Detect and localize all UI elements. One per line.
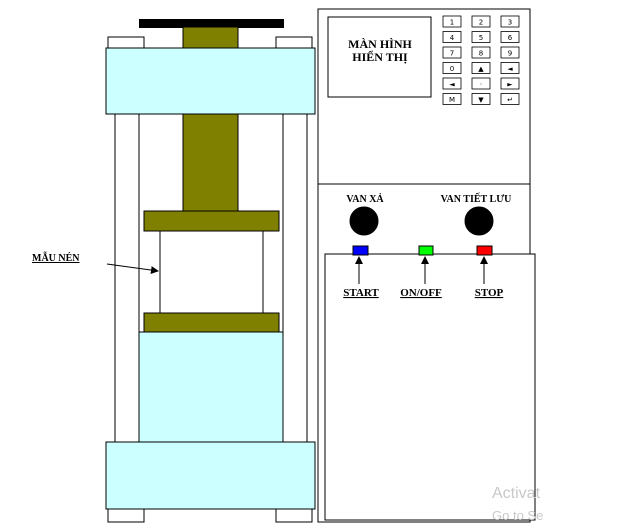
keypad: 1 2 3 4 5 6 7 8 9 0 ▲ ◄ ◄ · ► M ▼ ↵ [442,15,520,105]
key-6-icon: 6 [508,34,513,42]
throttle-valve-knob[interactable] [464,206,494,236]
key-cap[interactable] [471,15,491,28]
key-dot-key[interactable]: · [471,77,491,90]
knob-right-label: VAN TIẾT LƯU [441,192,512,205]
key-8-icon: 8 [479,50,483,58]
top-ram-stub [182,26,239,49]
arrow-left-icon: ◄ [449,81,455,89]
right-column [282,113,308,444]
key-2-icon: 2 [479,19,483,27]
key-cap[interactable] [471,93,491,105]
base-block [105,441,316,510]
relief-valve-knob[interactable] [349,206,379,236]
key-cap[interactable] [500,15,520,28]
key-m-key[interactable]: M [442,93,462,105]
key-0-key[interactable]: 0 [442,62,462,74]
key-cap[interactable] [500,77,520,90]
key-7-icon: 7 [450,50,454,58]
key-cap[interactable] [442,62,462,74]
key-0-icon: 0 [450,65,454,73]
top-cap-right [275,36,313,49]
start-label: START [343,287,379,299]
press-frame [105,19,316,523]
key-dash-key[interactable]: ◄ [500,62,520,74]
onoff-label: ON/OFF [400,287,442,299]
display-text-line1: MÀN HÌNH [348,37,412,51]
base-foot-left [107,508,145,523]
specimen-label: MẪU NÉN [32,251,80,264]
key-cap[interactable] [471,31,491,43]
specimen [159,230,264,314]
key-cap[interactable] [442,46,462,59]
key-cap[interactable] [471,62,491,74]
watermark-line2: Go to Se [492,508,543,523]
key-cap[interactable] [500,31,520,43]
left-column [114,113,140,444]
display-screen[interactable] [327,16,432,98]
upper-ram [182,113,239,213]
enter-key[interactable]: ↵ [500,93,520,105]
arrow-left-key[interactable]: ◄ [442,77,462,90]
key-9-key[interactable]: 9 [500,46,520,59]
key-3-key[interactable]: 3 [500,15,520,28]
key-cap[interactable] [500,46,520,59]
key-m-icon: M [449,96,455,104]
key-8-key[interactable]: 8 [471,46,491,59]
specimen-arrow [106,263,159,275]
key-5-icon: 5 [479,34,483,42]
upper-platen [143,210,280,232]
key-cap[interactable] [500,62,520,74]
lower-panel [324,253,536,521]
arrow-right-key[interactable]: ► [500,77,520,90]
arrow-up-icon: ▲ [478,65,484,73]
key-5-key[interactable]: 5 [471,31,491,43]
start-button[interactable] [352,245,369,256]
key-1-icon: 1 [450,19,454,27]
stop-label: STOP [475,287,504,299]
onoff-button[interactable] [418,245,434,256]
key-cap[interactable] [471,77,491,90]
arrow-down-icon: ▼ [478,96,484,104]
knob-left-label: VAN XẢ [346,193,384,205]
key-4-icon: 4 [450,34,455,42]
base-foot-right [275,508,313,523]
arrow-right-icon: ► [507,81,513,89]
key-7-key[interactable]: 7 [442,46,462,59]
arrow-down-key[interactable]: ▼ [471,93,491,105]
top-cap-left [107,36,145,49]
key-4-key[interactable]: 4 [442,31,462,43]
lower-cylinder [138,331,284,444]
key-6-key[interactable]: 6 [500,31,520,43]
watermark-line1: Activat [492,485,541,502]
top-plate [139,19,284,28]
key-cap[interactable] [442,15,462,28]
display-text-line2: HIỂN THỊ [352,49,408,64]
key-dash-icon: ◄ [507,65,513,73]
key-1-key[interactable]: 1 [442,15,462,28]
arrow-up-key[interactable]: ▲ [471,62,491,74]
upper-crosshead [105,47,316,115]
key-cap[interactable] [442,77,462,90]
key-cap[interactable] [500,93,520,105]
key-9-icon: 9 [508,50,512,58]
control-cabinet: MÀN HÌNH HIỂN THỊ 1 2 3 4 5 6 7 8 9 0 ▲ ◄ ◄ · ► M ▼ ↵ VAN… [317,8,536,523]
key-3-icon: 3 [508,19,512,27]
key-dot-icon: · [480,81,482,89]
key-2-key[interactable]: 2 [471,15,491,28]
enter-icon: ↵ [507,96,513,104]
stop-button[interactable] [476,245,493,256]
lower-platen [143,312,280,333]
key-cap[interactable] [442,31,462,43]
key-cap[interactable] [442,93,462,105]
key-cap[interactable] [471,46,491,59]
